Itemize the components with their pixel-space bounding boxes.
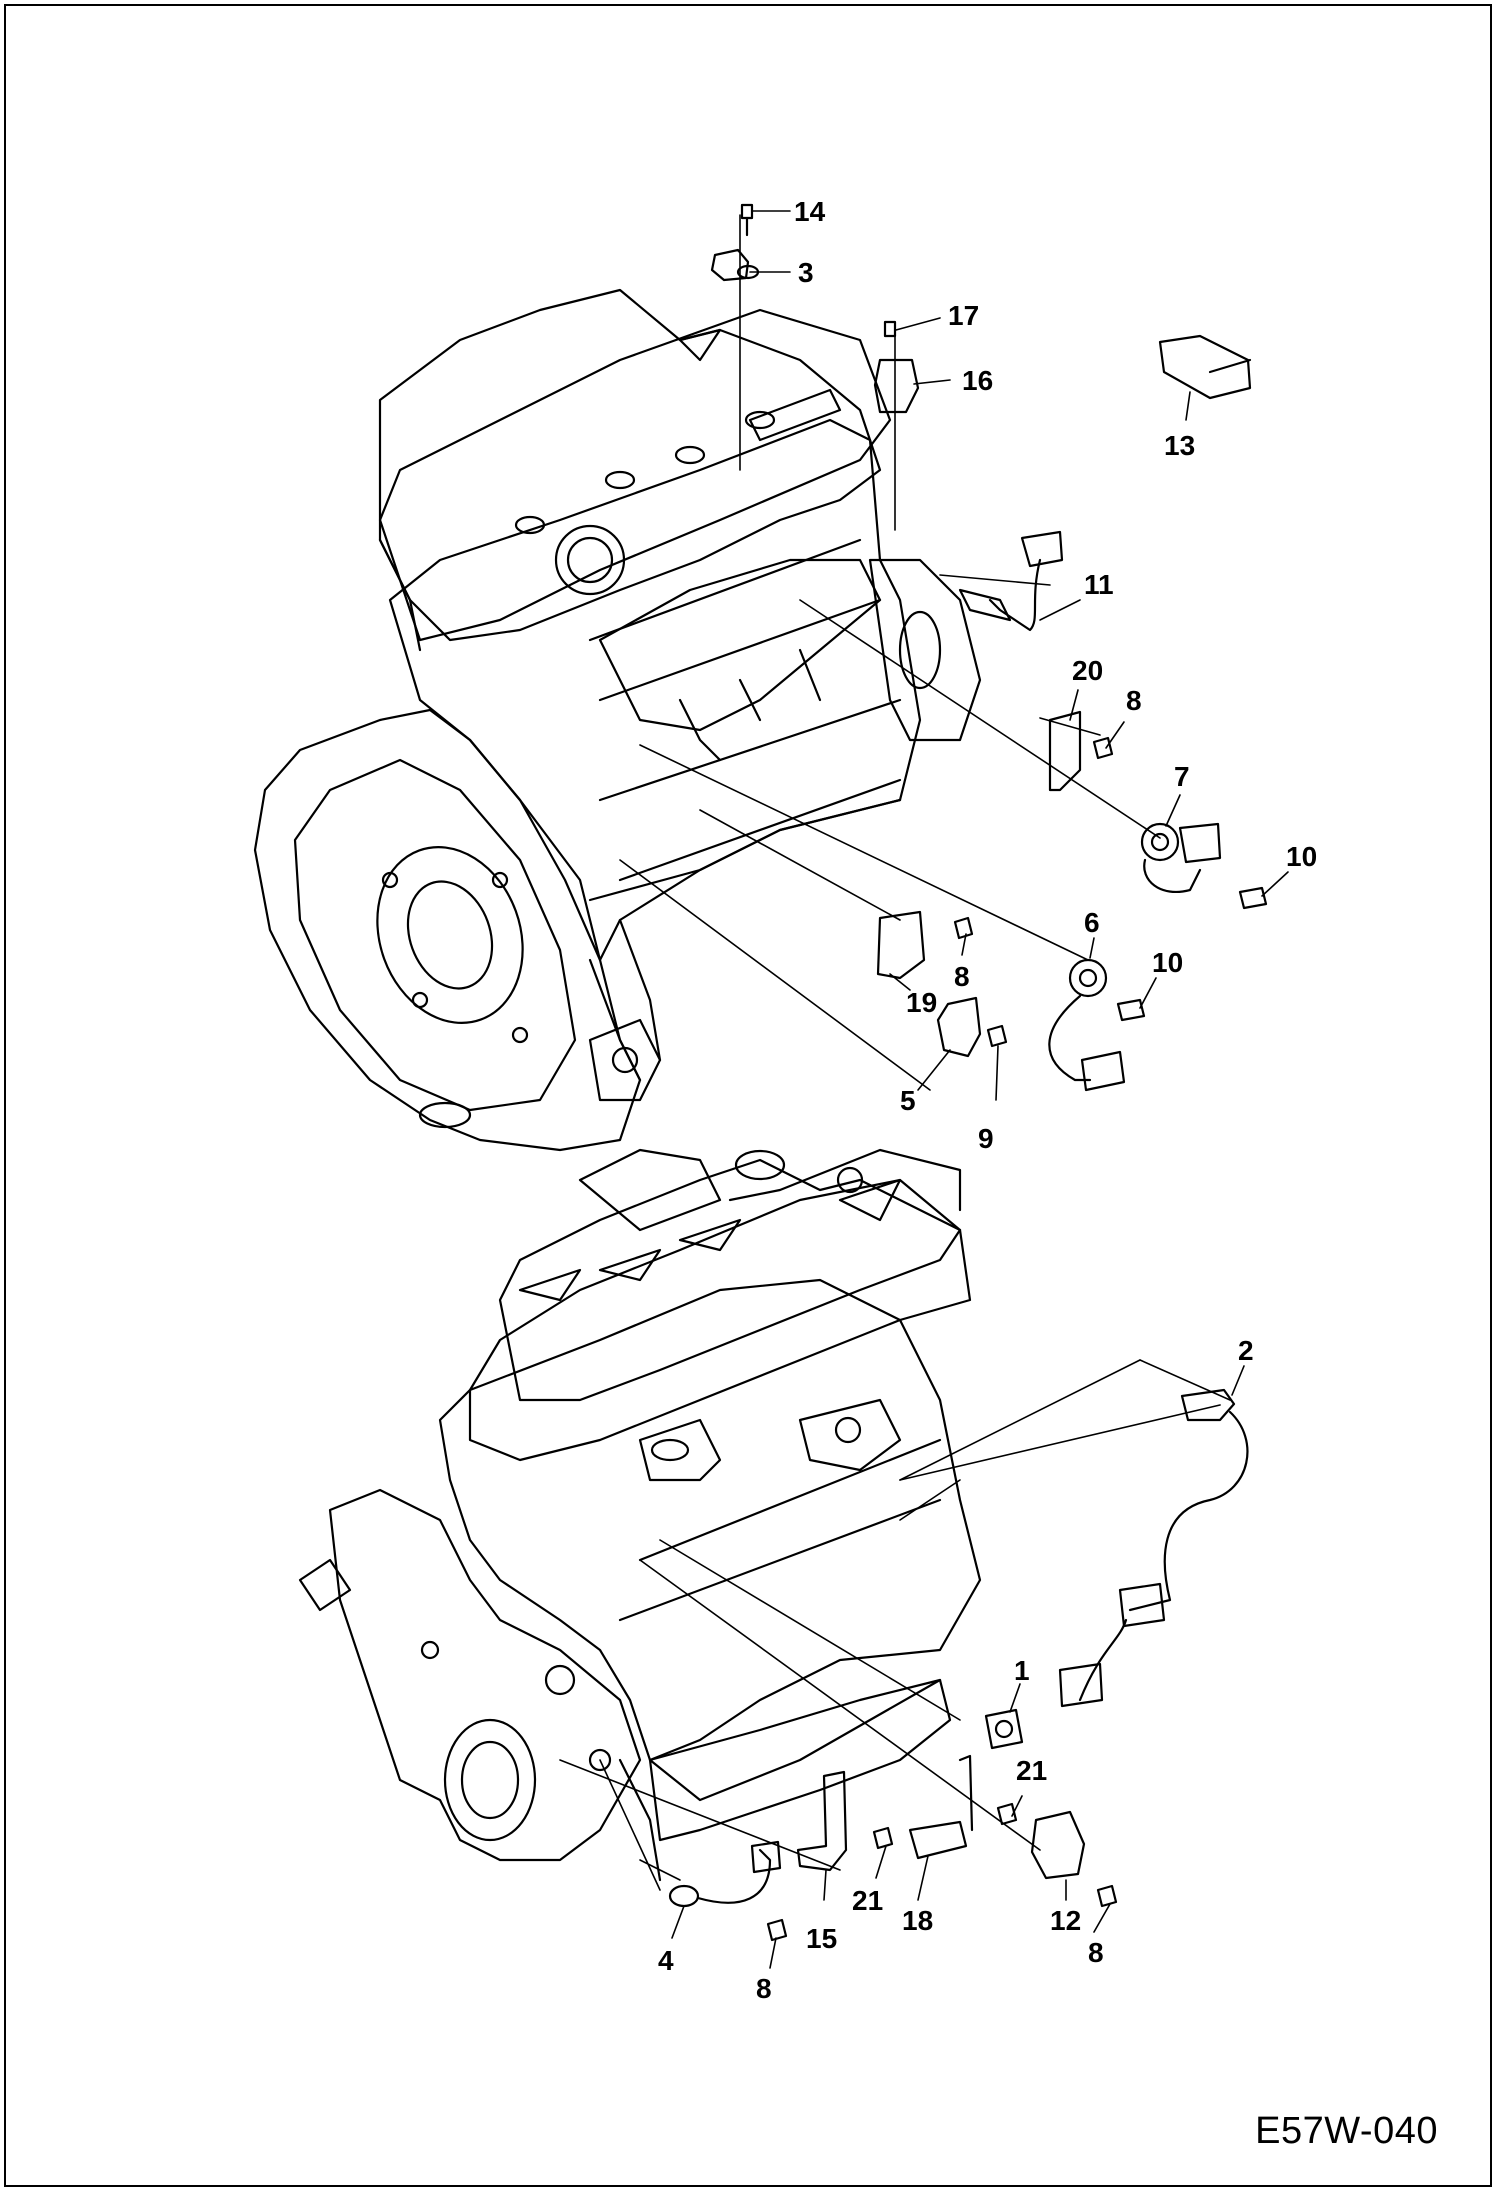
callout-14: 14 [794,196,826,227]
callout-11: 11 [1084,569,1114,600]
callout-12: 12 [1050,1905,1081,1936]
part-sensor-3 [710,248,760,282]
callout-labels: 14 3 17 16 13 11 20 8 7 10 6 10 8 19 5 9… [658,196,1317,2004]
part-bolt-14 [740,203,754,237]
part-bolt-9 [986,1024,1008,1048]
part-bracket-19 [876,910,926,980]
callout-5: 5 [900,1085,916,1116]
callout-3: 3 [798,257,814,288]
callout-13: 13 [1164,430,1195,461]
part-bracket-15 [796,1770,848,1872]
part-bracket-16 [873,358,920,414]
callout-leaders [671,210,1289,1969]
part-bracket-18 [908,1754,974,1860]
callout-8a: 8 [1126,685,1142,716]
part-sensor-1 [984,1708,1024,1750]
part-sensor-2 [1058,1388,1249,1708]
callout-10b: 10 [1152,947,1183,978]
callout-1: 1 [1014,1655,1030,1686]
figure-code: E57W-040 [1255,2110,1438,2152]
callout-20: 20 [1072,655,1103,686]
part-sensor-7 [1140,822,1222,893]
callout-15: 15 [806,1923,837,1954]
part-bolt-8a [953,916,974,940]
lower-engine-assembly [298,1148,982,1882]
part-bolt-8b [1092,736,1114,760]
part-bolt-10a [1238,886,1268,910]
callout-7: 7 [1174,761,1190,792]
part-bracket-20 [1048,710,1082,792]
callout-19: 19 [906,987,937,1018]
leader-lines [559,214,1231,1891]
callout-21b: 21 [852,1885,883,1916]
part-bolt-8d [766,1918,788,1942]
callout-4: 4 [658,1945,674,1976]
part-sensor-11 [958,530,1064,632]
callout-16: 16 [962,365,993,396]
part-sensor-12 [1030,1810,1086,1880]
part-bolt-8c [1096,1884,1118,1908]
part-sensor-5 [936,996,982,1058]
part-bolt-10b [1116,998,1146,1022]
callout-21a: 21 [1016,1755,1047,1786]
callout-8c: 8 [1088,1937,1104,1968]
part-bolt-21b [872,1826,894,1850]
callout-9: 9 [978,1123,994,1154]
callout-17: 17 [948,300,979,331]
part-bolt-21a [996,1802,1018,1826]
callout-8d: 8 [756,1973,772,2004]
diagram-frame [4,4,1492,2187]
part-sensor-13 [1158,334,1252,400]
upper-engine-assembly [253,288,982,1152]
part-sensor-6 [1048,958,1126,1092]
callout-10a: 10 [1286,841,1317,872]
part-sensor-4 [668,1840,782,1908]
callout-8b: 8 [954,961,970,992]
part-bolt-17 [883,320,897,338]
callout-2: 2 [1238,1335,1254,1366]
callout-18: 18 [902,1905,933,1936]
callout-6: 6 [1084,907,1100,938]
